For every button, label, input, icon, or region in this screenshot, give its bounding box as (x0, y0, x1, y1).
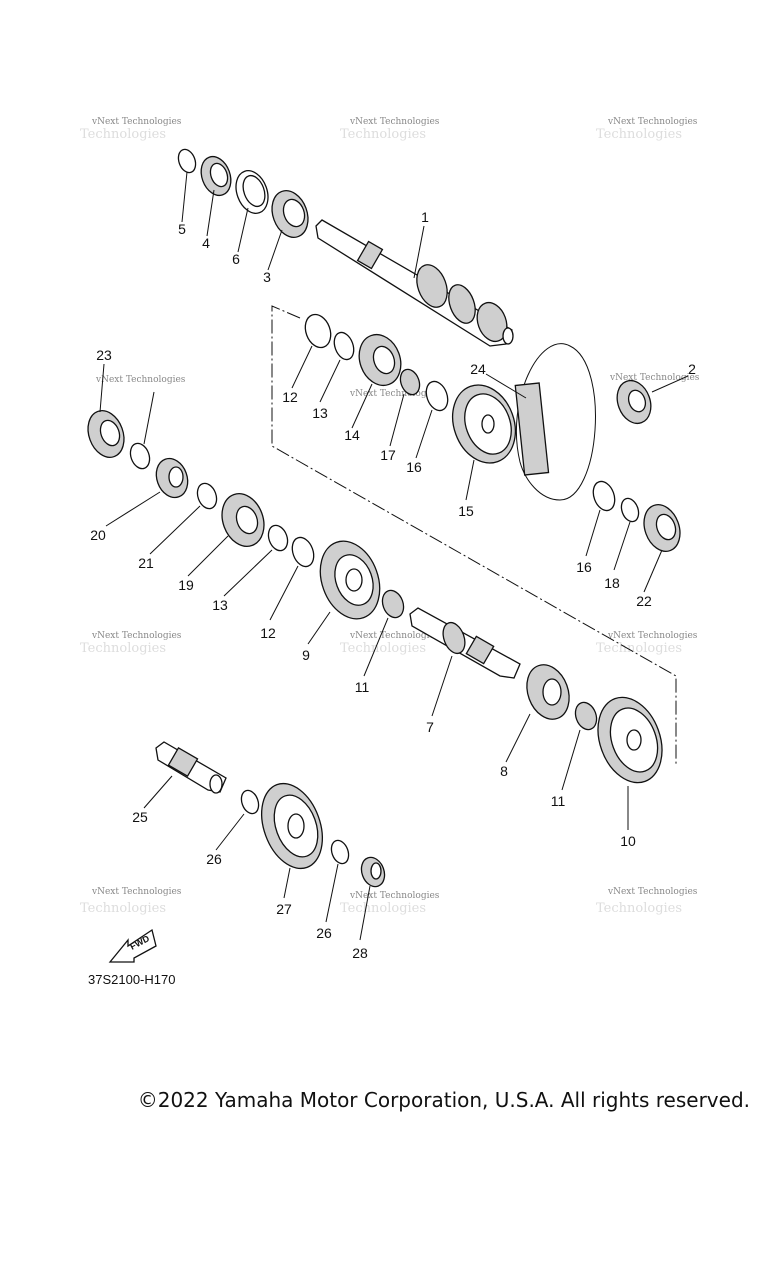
watermark-text: vNext Technologies (91, 631, 182, 641)
watermark-text: vNext Technologies (95, 375, 186, 385)
callout-15: 15 (458, 503, 474, 519)
callout-6: 6 (232, 251, 240, 267)
part-output-shaft (155, 741, 227, 794)
svg-text:Technologies: Technologies (80, 901, 166, 916)
svg-text:Technologies: Technologies (340, 127, 426, 142)
part-bearing-4 (200, 155, 232, 197)
part-main-shaft (315, 219, 514, 347)
callout-27: 27 (276, 901, 292, 917)
watermark-text: vNext Technologies (609, 373, 700, 383)
callout-2: 2 (688, 361, 696, 377)
callout-22: 22 (636, 593, 652, 609)
svg-text:Technologies: Technologies (80, 641, 166, 656)
part-needle-bearing (574, 701, 598, 731)
callout-5: 5 (178, 221, 186, 237)
callout-4: 4 (202, 235, 210, 251)
svg-text:Technologies: Technologies (596, 127, 682, 142)
callout-11-b: 11 (551, 793, 566, 809)
part-circlip (240, 789, 260, 815)
callout-16-a: 16 (406, 459, 422, 475)
watermark-text: vNext Technologies (91, 117, 182, 127)
watermark-text: vNext Technologies (607, 631, 698, 641)
callout-13-a: 13 (312, 405, 328, 421)
part-circlip (330, 839, 350, 865)
watermark-text: vNext Technologies (607, 117, 698, 127)
part-circlip (129, 442, 151, 470)
exploded-parts-diagram: Technologies vNext Technologies Technolo… (80, 117, 700, 963)
part-bearing-2 (616, 379, 652, 425)
callout-17: 17 (380, 447, 396, 463)
watermark-text: vNext Technologies (91, 887, 182, 897)
callout-7: 7 (426, 719, 434, 735)
diagram-code: 37S2100-H170 (88, 972, 176, 987)
callout-26-a: 26 (206, 851, 222, 867)
svg-text:Technologies: Technologies (596, 641, 682, 656)
callout-19: 19 (178, 577, 194, 593)
part-chain (514, 343, 596, 501)
callout-13-b: 13 (212, 597, 228, 613)
part-dog-clutch-19 (221, 493, 265, 547)
part-bearing-3 (271, 190, 309, 238)
watermark-text: vNext Technologies (607, 887, 698, 897)
part-washer (304, 313, 332, 349)
part-gear-20 (155, 457, 189, 499)
part-counter-shaft (409, 607, 521, 679)
part-gear-9 (319, 540, 381, 620)
part-circlip (333, 331, 355, 361)
part-o-ring (177, 148, 197, 174)
callout-25: 25 (132, 809, 148, 825)
callout-8: 8 (500, 763, 508, 779)
part-washer (592, 480, 616, 512)
callout-24: 24 (470, 361, 486, 377)
part-oil-seal (235, 170, 269, 214)
watermark-text: vNext Technologies (349, 389, 440, 399)
part-bearing-23 (87, 410, 125, 458)
part-collar (360, 856, 386, 888)
assembly-frame (271, 305, 677, 766)
part-circlip (267, 524, 289, 552)
callout-11-a: 11 (355, 679, 370, 695)
watermark-text: vNext Technologies (349, 891, 440, 901)
callout-12-a: 12 (282, 389, 298, 405)
callout-21: 21 (138, 555, 154, 571)
callout-9: 9 (302, 647, 310, 663)
callout-14: 14 (344, 427, 360, 443)
watermark-text: vNext Technologies (349, 631, 440, 641)
part-sprocket (452, 384, 516, 464)
part-needle-bearing (381, 589, 405, 619)
svg-text:Technologies: Technologies (80, 127, 166, 142)
watermark-text: vNext Technologies (349, 117, 440, 127)
callout-3: 3 (263, 269, 271, 285)
callout-1: 1 (421, 209, 429, 225)
part-dog-clutch (358, 333, 402, 387)
callouts: 1 2 3 4 5 6 7 8 9 10 11 11 12 12 13 13 1… (90, 209, 696, 961)
part-circlip (196, 482, 218, 510)
part-bearing-22 (643, 504, 681, 552)
leader-lines (99, 171, 689, 941)
callout-10: 10 (620, 833, 636, 849)
callout-23: 23 (96, 347, 112, 363)
copyright-notice: ©2022 Yamaha Motor Corporation, U.S.A. A… (137, 1088, 750, 1112)
callout-18: 18 (604, 575, 620, 591)
svg-text:Technologies: Technologies (340, 641, 426, 656)
callout-16-b: 16 (576, 559, 592, 575)
part-gear-10 (597, 696, 663, 784)
part-needle-bearing (399, 368, 421, 396)
part-washer (425, 380, 449, 412)
fwd-arrow-icon: FWD (108, 928, 157, 963)
svg-text:Technologies: Technologies (340, 901, 426, 916)
callout-20: 20 (90, 527, 106, 543)
part-circlip (620, 497, 640, 523)
callout-28: 28 (352, 945, 368, 961)
callout-12-b: 12 (260, 625, 276, 641)
part-gear-8 (526, 664, 570, 720)
watermarks: Technologies vNext Technologies Technolo… (80, 117, 700, 916)
part-washer (291, 536, 315, 568)
svg-text:Technologies: Technologies (596, 901, 682, 916)
callout-26-b: 26 (316, 925, 332, 941)
part-gear-27 (261, 782, 323, 870)
